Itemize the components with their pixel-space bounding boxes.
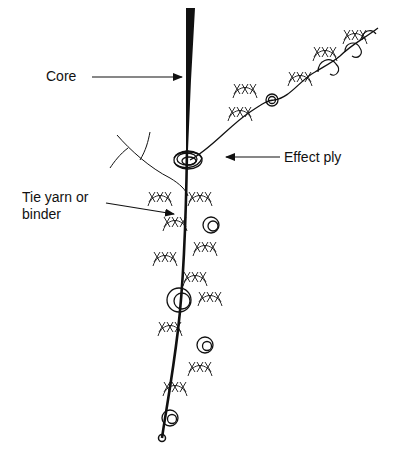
binder-wrap <box>198 292 222 306</box>
part-label: Tie yarn or binder <box>22 189 104 223</box>
binder-wrap <box>343 30 367 44</box>
leader-arrow <box>226 156 280 157</box>
binder-wrap <box>188 362 212 376</box>
binder-wraps <box>148 30 367 396</box>
binder-wrap <box>233 84 257 98</box>
leader-arrow <box>92 76 182 77</box>
tie-yarn <box>110 132 188 196</box>
binder-wrap <box>188 192 212 206</box>
part-label: Core <box>46 68 76 85</box>
binder-wrap <box>148 192 172 206</box>
binder-wrap <box>163 382 187 396</box>
core-yarn <box>186 8 195 150</box>
binder-wrap <box>183 272 207 286</box>
leader-arrow <box>106 203 174 214</box>
binder-wrap <box>193 242 217 256</box>
core-end <box>159 435 166 442</box>
binder-wrap <box>153 252 177 266</box>
effect-loops <box>162 217 219 426</box>
part-label: Effect ply <box>284 149 341 166</box>
binder-wrap <box>288 72 312 86</box>
binder-wrap <box>158 322 182 336</box>
effect-ply <box>190 28 378 160</box>
effect-ply-loops <box>318 31 376 75</box>
binder-wrap <box>313 47 337 61</box>
binder-wrap <box>228 107 252 121</box>
effect-knot <box>174 94 278 169</box>
binder-wrap <box>163 217 187 231</box>
